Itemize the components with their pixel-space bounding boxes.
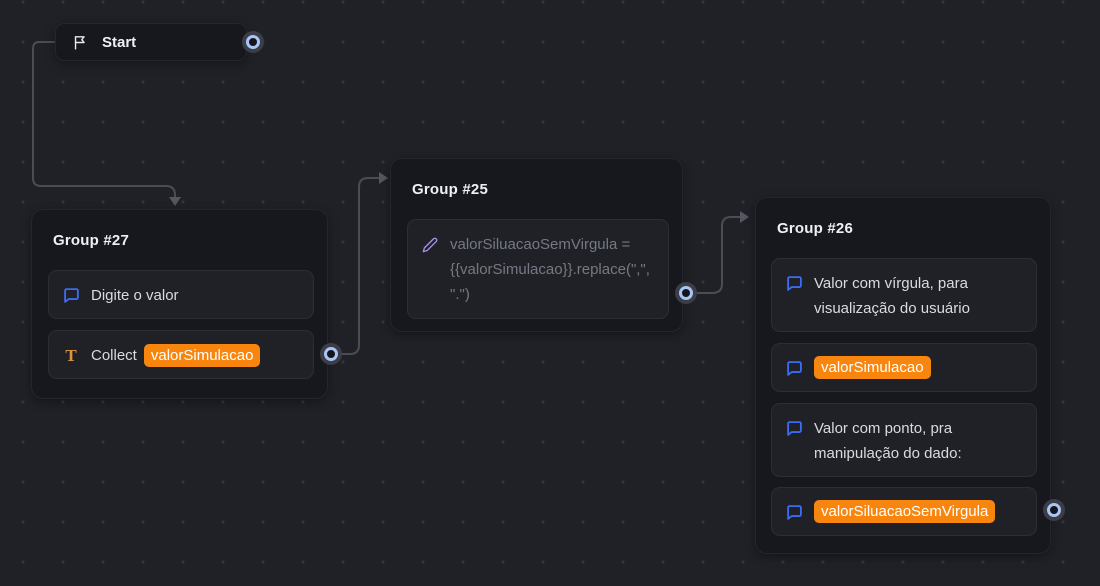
chat-bubble-icon — [785, 500, 803, 525]
edge-arrowhead — [169, 197, 181, 206]
variable-bubble-block[interactable]: valorSiluacaoSemVirgula — [771, 487, 1037, 536]
group-26-output-port[interactable] — [1043, 499, 1065, 521]
group-27-title: Group #27 — [53, 232, 129, 249]
text-bubble-label: Valor com ponto, pra manipulação do dado… — [814, 420, 962, 462]
flag-icon — [72, 34, 89, 51]
edge-group25-to-group26 — [696, 216, 741, 294]
edge-start-to-group27 — [32, 41, 176, 198]
chat-bubble-icon — [785, 271, 803, 296]
text-bubble-label: Digite o valor — [91, 287, 179, 304]
edge-group27-to-group25 — [341, 177, 380, 355]
start-node[interactable]: Start — [55, 23, 247, 61]
variable-badge[interactable]: valorSiluacaoSemVirgula — [814, 500, 996, 523]
group-26-title: Group #26 — [777, 220, 853, 237]
chat-bubble-icon — [62, 283, 80, 308]
port-ring — [679, 286, 693, 300]
variable-badge[interactable]: valorSimulacao — [143, 344, 261, 367]
group-27-output-port[interactable] — [320, 343, 342, 365]
text-bubble-block[interactable]: Digite o valor — [48, 270, 314, 319]
edge-arrowhead — [740, 211, 749, 223]
group-25-output-port[interactable] — [675, 282, 697, 304]
script-block[interactable]: valorSiluacaoSemVirgula = {{valorSimulac… — [407, 219, 669, 319]
text-bubble-block[interactable]: Valor com ponto, pra manipulação do dado… — [771, 403, 1037, 477]
variable-badge[interactable]: valorSimulacao — [814, 356, 931, 379]
text-bubble-block[interactable]: Valor com vírgula, para visualização do … — [771, 258, 1037, 332]
chat-bubble-icon — [785, 416, 803, 441]
port-ring — [1047, 503, 1061, 517]
port-ring — [246, 35, 260, 49]
group-27-node[interactable]: Group #27 Digite o valor T Collect valor… — [31, 209, 328, 399]
edge-arrowhead — [379, 172, 388, 184]
start-node-label: Start — [102, 33, 137, 51]
port-ring — [324, 347, 338, 361]
group-25-title: Group #25 — [412, 181, 488, 198]
collect-label: Collect — [91, 347, 137, 364]
group-25-node[interactable]: Group #25 valorSiluacaoSemVirgula = {{va… — [390, 158, 683, 332]
chat-bubble-icon — [785, 356, 803, 381]
text-input-icon: T — [65, 346, 77, 365]
collect-input-block[interactable]: T Collect valorSimulacao — [48, 330, 314, 379]
text-bubble-label: Valor com vírgula, para visualização do … — [814, 275, 973, 317]
group-26-node[interactable]: Group #26 Valor com vírgula, para visual… — [755, 197, 1051, 554]
variable-bubble-block[interactable]: valorSimulacao — [771, 343, 1037, 392]
script-code-text: valorSiluacaoSemVirgula = {{valorSimulac… — [450, 236, 650, 303]
pencil-icon — [421, 232, 439, 257]
start-output-port[interactable] — [242, 31, 264, 53]
